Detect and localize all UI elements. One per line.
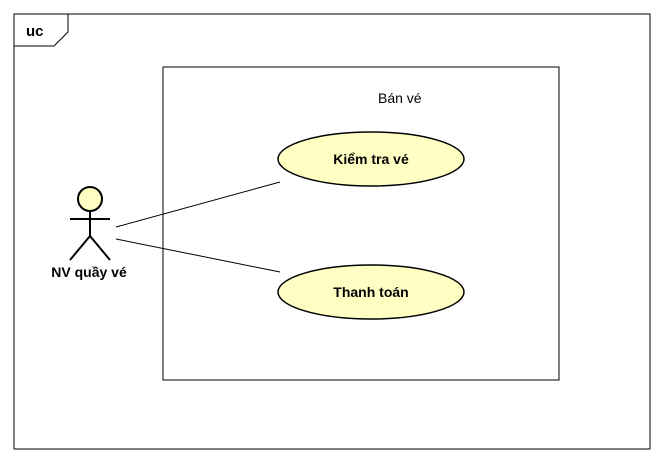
system-boundary: [162, 66, 560, 381]
association-line-thanh-toan: [115, 238, 281, 273]
use-case-ellipse: [277, 131, 465, 187]
system-boundary-title: Bán vé: [378, 90, 422, 106]
use-case-ellipse: [277, 264, 465, 320]
frame-name-tab: [13, 13, 69, 47]
actor-name: NV quầy vé: [51, 264, 127, 280]
use-case-kiem-tra-ve[interactable]: Kiểm tra vé: [277, 131, 465, 187]
association-line-kiem-tra-ve: [115, 181, 281, 228]
actor-nv-quay-ve[interactable]: NV quầy vé: [51, 186, 127, 280]
use-case-label: Kiểm tra vé: [333, 151, 409, 167]
actor-left-leg: [69, 235, 91, 261]
frame-label: uc: [26, 23, 44, 40]
use-case-thanh-toan[interactable]: Thanh toán: [277, 264, 465, 320]
actor-right-leg: [89, 235, 111, 261]
use-case-label: Thanh toán: [333, 284, 408, 300]
actor-head-icon: [77, 186, 103, 212]
